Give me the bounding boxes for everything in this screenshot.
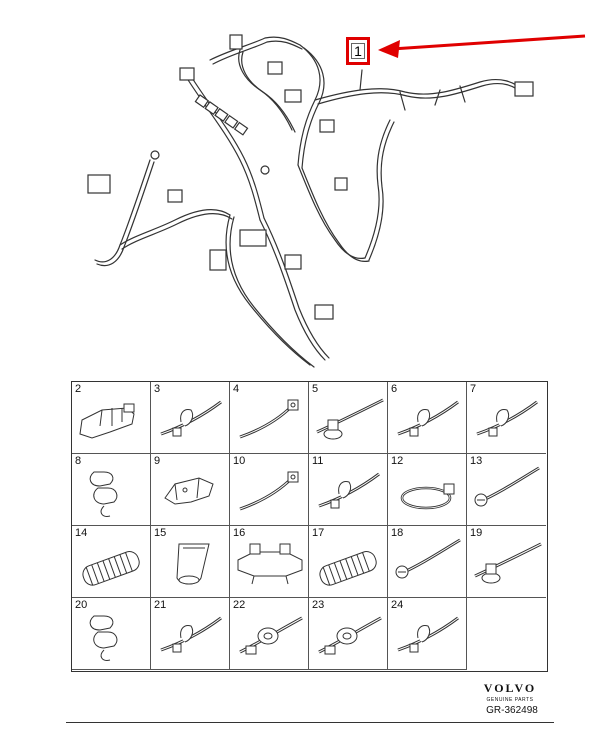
- part-number: 18: [391, 527, 404, 539]
- part-number: 16: [233, 527, 246, 539]
- part-cell-13: 13: [467, 454, 546, 526]
- cable-tie-anchor-icon: [474, 466, 540, 507]
- part-cell-10: 10: [230, 454, 309, 526]
- cable-tie-mount-icon: [474, 542, 542, 584]
- rubber-boot-icon: [176, 543, 210, 585]
- part-cell-18: 18: [388, 526, 467, 598]
- double-clip-icon: [89, 471, 118, 517]
- part-number: 24: [391, 599, 404, 611]
- corrugated-hose-icon: [82, 551, 140, 586]
- part-cell-5: 5: [309, 382, 388, 454]
- part-number: 14: [75, 527, 88, 539]
- cable-tie-clip-icon: [397, 616, 459, 653]
- cable-tie-grommet-icon: [239, 616, 303, 655]
- part-cell-8: 8: [72, 454, 151, 526]
- part-cell-20: 20: [72, 598, 151, 670]
- part-cell-4: 4: [230, 382, 309, 454]
- part-number: 7: [470, 383, 477, 395]
- corrugated-hose-icon: [319, 551, 377, 586]
- part-number: 15: [154, 527, 167, 539]
- wiring-harness-drawing: [87, 34, 534, 368]
- part-number: 4: [233, 383, 240, 395]
- part-cell-19: 19: [467, 526, 546, 598]
- part-cell-3: 3: [151, 382, 230, 454]
- part-number: 9: [154, 455, 161, 467]
- cable-tie-clip-icon: [476, 400, 538, 437]
- part-number: 22: [233, 599, 246, 611]
- part-number: 19: [470, 527, 483, 539]
- part-cell-11: 11: [309, 454, 388, 526]
- cable-tie-anchor-icon: [395, 538, 461, 579]
- cable-tie-icon: [239, 471, 299, 511]
- logo-brand: VOLVO: [483, 681, 537, 695]
- part-cell-2: 2: [72, 382, 151, 454]
- cable-tie-mount-icon: [316, 398, 384, 440]
- bracket-icon: [164, 477, 214, 505]
- part-cell-22: 22: [230, 598, 309, 670]
- cable-tie-clip-icon: [160, 400, 222, 437]
- part-cell-24: 24: [388, 598, 467, 670]
- double-clip-icon: [89, 615, 118, 661]
- cable-tie-grommet-icon: [318, 616, 382, 655]
- part-number: 23: [312, 599, 325, 611]
- callout-label: 1: [351, 43, 365, 59]
- volvo-logo: VOLVO GENUINE PARTS: [470, 681, 550, 703]
- part-number: 3: [154, 383, 161, 395]
- part-number: 20: [75, 599, 88, 611]
- part-cell-7: 7: [467, 382, 546, 454]
- cable-tie-clip-icon: [318, 472, 380, 509]
- empty-cell: [467, 598, 546, 670]
- part-number: 8: [75, 455, 82, 467]
- connector-housing-icon: [79, 403, 135, 439]
- cable-tie-clip-icon: [160, 616, 222, 653]
- part-number: 12: [391, 455, 404, 467]
- part-cell-15: 15: [151, 526, 230, 598]
- part-cell-9: 9: [151, 454, 230, 526]
- cable-tie-icon: [239, 399, 299, 439]
- red-arrow-icon: [378, 34, 586, 58]
- part-number: 5: [312, 383, 319, 395]
- part-number: 17: [312, 527, 325, 539]
- part-number: 10: [233, 455, 246, 467]
- part-cell-12: 12: [388, 454, 467, 526]
- loop-tie-icon: [400, 483, 455, 510]
- divider-line: [66, 722, 554, 723]
- logo-sub: GENUINE PARTS: [486, 697, 534, 703]
- part-number: 6: [391, 383, 398, 395]
- reference-number: GR-362498: [486, 705, 538, 716]
- part-cell-14: 14: [72, 526, 151, 598]
- part-cell-16: 16: [230, 526, 309, 598]
- harness-bracket-icon: [237, 543, 303, 585]
- part-number: 2: [75, 383, 82, 395]
- part-cell-17: 17: [309, 526, 388, 598]
- part-number: 21: [154, 599, 167, 611]
- part-cell-23: 23: [309, 598, 388, 670]
- part-number: 11: [312, 455, 324, 467]
- part-cell-21: 21: [151, 598, 230, 670]
- part-number: 13: [470, 455, 483, 467]
- cable-tie-clip-icon: [397, 400, 459, 437]
- callout-1: 1: [346, 37, 370, 65]
- part-cell-6: 6: [388, 382, 467, 454]
